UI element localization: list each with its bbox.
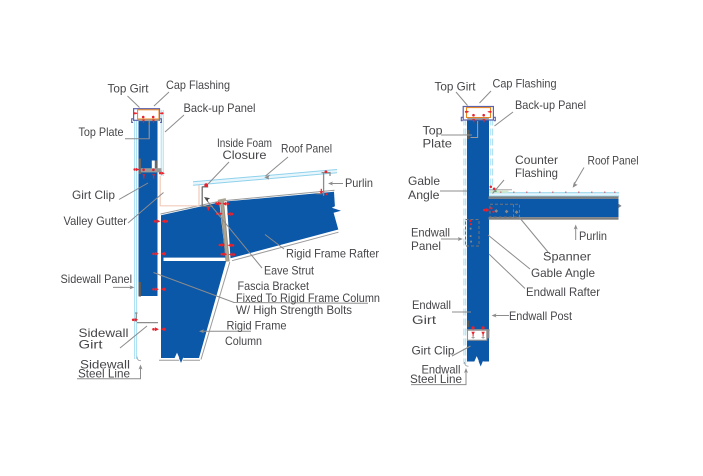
svg-text:Purlin: Purlin xyxy=(579,229,607,243)
svg-text:Steel Line: Steel Line xyxy=(78,367,130,381)
svg-text:Back-up Panel: Back-up Panel xyxy=(515,98,586,112)
svg-text:Eave Strut: Eave Strut xyxy=(264,264,315,278)
svg-text:Angle: Angle xyxy=(408,188,440,202)
svg-text:Endwall: Endwall xyxy=(422,363,461,377)
svg-text:Column: Column xyxy=(225,334,262,348)
svg-text:Closure: Closure xyxy=(223,148,267,162)
svg-text:Gable: Gable xyxy=(408,174,440,188)
svg-text:Cap Flashing: Cap Flashing xyxy=(166,78,230,92)
svg-text:Girt Clip: Girt Clip xyxy=(72,188,115,202)
svg-text:Top Girt: Top Girt xyxy=(108,82,150,96)
svg-text:W/ High Strength Bolts: W/ High Strength Bolts xyxy=(236,303,352,317)
svg-text:Valley Gutter: Valley Gutter xyxy=(64,214,128,228)
svg-text:Endwall Rafter: Endwall Rafter xyxy=(526,285,600,299)
svg-text:Steel Line: Steel Line xyxy=(410,372,462,386)
svg-text:Top Plate: Top Plate xyxy=(79,125,124,139)
svg-text:Sidewall: Sidewall xyxy=(79,326,129,340)
svg-text:Fascia Bracket: Fascia Bracket xyxy=(238,279,310,293)
svg-text:Rigid Frame Rafter: Rigid Frame Rafter xyxy=(286,247,379,261)
svg-text:Cap Flashing: Cap Flashing xyxy=(493,77,557,91)
svg-text:Inside Foam: Inside Foam xyxy=(217,136,272,150)
svg-text:Back-up Panel: Back-up Panel xyxy=(184,101,256,115)
svg-text:Girt Clip: Girt Clip xyxy=(412,344,455,358)
svg-text:Flashing: Flashing xyxy=(515,166,558,180)
svg-text:Endwall: Endwall xyxy=(411,226,450,240)
svg-text:Endwall Post: Endwall Post xyxy=(509,309,573,323)
svg-text:Gable Angle: Gable Angle xyxy=(531,266,595,280)
svg-text:Top: Top xyxy=(423,124,443,138)
svg-text:Endwall: Endwall xyxy=(412,298,451,312)
svg-text:Sidewall: Sidewall xyxy=(80,358,130,372)
svg-text:Purlin: Purlin xyxy=(345,176,373,190)
svg-text:Fixed To Rigid Frame Column: Fixed To Rigid Frame Column xyxy=(236,291,380,305)
svg-text:Sidewall Panel: Sidewall Panel xyxy=(61,272,133,286)
svg-text:Roof Panel: Roof Panel xyxy=(588,154,639,168)
svg-text:Rigid Frame: Rigid Frame xyxy=(227,319,287,333)
svg-text:Spanner: Spanner xyxy=(543,250,591,264)
svg-text:Counter: Counter xyxy=(515,153,558,167)
svg-text:Plate: Plate xyxy=(423,137,453,151)
svg-text:Top Girt: Top Girt xyxy=(435,80,477,94)
svg-text:Roof Panel: Roof Panel xyxy=(281,142,332,156)
svg-text:Girt: Girt xyxy=(79,338,104,352)
svg-text:Girt: Girt xyxy=(412,313,437,327)
svg-text:Panel: Panel xyxy=(411,239,441,253)
